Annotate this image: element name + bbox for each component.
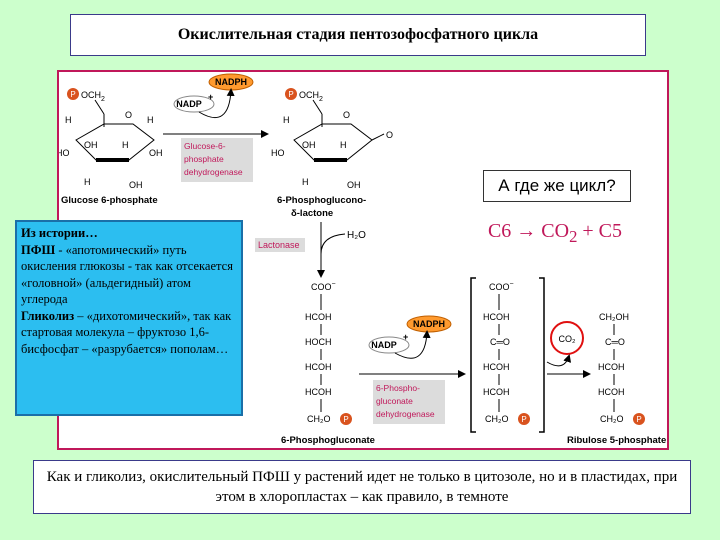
ch2oh-label: CH₂OH — [599, 312, 629, 322]
phosphate-icon — [67, 88, 79, 100]
enzyme3-line2: gluconate — [376, 396, 413, 406]
question-text: А где же цикл? — [498, 176, 616, 195]
hcoh-label: HCOH — [598, 387, 625, 397]
hcoh-label: HCOH — [598, 362, 625, 372]
phosphate-label: P — [343, 415, 348, 424]
phosphate-icon — [285, 88, 297, 100]
6-phosphogluconate-name: 6-Phosphogluconate — [281, 435, 375, 446]
lactone-name-line2: δ-lactone — [291, 208, 333, 219]
hcoh-label: HCOH — [483, 362, 510, 372]
oh-label: OH — [149, 148, 163, 158]
glucose-6-phosphate-name: Glucose 6-phosphate — [61, 195, 158, 206]
nadp-badge — [173, 95, 215, 113]
pfsh-term: ПФШ — [21, 242, 56, 257]
ring-oxygen: O — [125, 110, 132, 120]
coo-label: COO− — [489, 281, 514, 292]
bottom-note: Как и гликолиз, окислительный ПФШ у раст… — [33, 460, 691, 514]
nadph-label: NADPH — [215, 77, 247, 87]
och2-label: OCH2 — [299, 90, 323, 103]
nadp-label: NADP — [176, 99, 202, 109]
glycolysis-term: Гликолиз — [21, 308, 75, 323]
phosphate-label: P — [70, 90, 75, 99]
phosphate-icon — [340, 413, 352, 425]
h-label: H — [283, 115, 290, 125]
pfsh-description: - «апотомический» путь окисления глюкозы… — [21, 242, 233, 307]
nadph-label: NADPH — [413, 319, 445, 329]
ch2o-label: CH₂O — [307, 414, 331, 424]
intermediate-structure: COO− HCOH C═O HCOH HCOH CH₂O P — [470, 277, 545, 433]
enzyme-box-2 — [255, 238, 305, 252]
h-label: H — [340, 140, 347, 150]
phosphate-label: P — [636, 415, 641, 424]
lactone-structure: P OCH2 O O H HO OH H H OH 6-Phosphogluco… — [271, 88, 393, 219]
nadp-plus: + — [208, 92, 213, 102]
nadp-plus: + — [403, 332, 408, 342]
phosphate-icon — [518, 413, 530, 425]
6-phosphogluconate-structure: COO− HCOH HOCH HCOH HCOH CH₂O P 6-Phosph… — [281, 281, 375, 446]
reaction-step-3: NADPH NADP + 6-Phospho- gluconate dehydr… — [359, 315, 466, 424]
h-label: H — [147, 115, 154, 125]
phosphate-label: P — [521, 415, 526, 424]
oh-label: OH — [302, 140, 316, 150]
enzyme1-line1: Glucose-6- — [184, 141, 226, 151]
glycolysis-description: – «дихотомический», так как стартовая мо… — [21, 308, 232, 356]
oh-label: OH — [347, 180, 361, 190]
co-label: C═O — [605, 337, 625, 347]
carbonyl-oxygen: O — [386, 130, 393, 140]
ring-oxygen: O — [343, 110, 350, 120]
equation-right: + C5 — [577, 220, 623, 242]
bottom-note-text: Как и гликолиз, окислительный ПФШ у раст… — [46, 469, 678, 505]
co2-release: CO₂ — [546, 321, 591, 378]
coo-label: COO− — [311, 281, 336, 292]
oh-label: OH — [129, 180, 143, 190]
co2-label: CO₂ — [559, 334, 577, 344]
h-label: H — [65, 115, 72, 125]
ho-label: HO — [59, 148, 70, 158]
ch2o-label: CH₂O — [600, 414, 624, 424]
h-label: H — [84, 177, 91, 187]
co2-circle — [550, 321, 584, 355]
enzyme3-line3: dehydrogenase — [376, 409, 435, 419]
hcoh-label: HCOH — [305, 312, 332, 322]
nadp-badge — [368, 336, 410, 354]
water-label: H₂O — [347, 230, 366, 241]
hcoh-label: HCOH — [483, 387, 510, 397]
equation-subscript: 2 — [569, 227, 578, 246]
carbon-equation: C6 → CO2 + C5 — [475, 220, 635, 247]
ribulose-5-phosphate-name: Ribulose 5-phosphate — [567, 435, 666, 446]
history-note: Из истории… ПФШ - «апотомический» путь о… — [15, 220, 243, 416]
enzyme3-line1: 6-Phospho- — [376, 383, 420, 393]
h-label: H — [302, 177, 309, 187]
enzyme1-line2: phosphate — [184, 154, 224, 164]
phosphate-icon — [633, 413, 645, 425]
page-title: Окислительная стадия пентозофосфатного ц… — [70, 14, 646, 56]
oh-label: OH — [84, 140, 98, 150]
nadp-label: NADP — [371, 340, 397, 350]
ch2o-label: CH₂O — [485, 414, 509, 424]
pathway-svg: P OCH2 O H H HO OH H OH H OH Glucose 6-p… — [59, 73, 666, 446]
hcoh-label: HCOH — [305, 387, 332, 397]
enzyme2-label: Lactonase — [258, 240, 300, 250]
question-box: А где же цикл? — [483, 170, 631, 202]
hcoh-label: HCOH — [305, 362, 332, 372]
co-label: C═O — [490, 337, 510, 347]
enzyme-box-1 — [181, 138, 253, 182]
reaction-step-1: NADPH NADP + Glucose-6- phosphate dehydr… — [163, 73, 269, 182]
hoch-label: HOCH — [305, 337, 332, 347]
title-text: Окислительная стадия пентозофосфатного ц… — [177, 26, 539, 43]
hcoh-label: HCOH — [483, 312, 510, 322]
och2-label: OCH2 — [81, 90, 105, 103]
reaction-step-2: Lactonase H₂O — [255, 222, 366, 278]
ribulose-5-phosphate-structure: CH₂OH C═O HCOH HCOH CH₂O P Ribulose 5-ph… — [567, 312, 666, 446]
lactone-name-line1: 6-Phosphoglucono- — [277, 195, 366, 206]
ho-label: HO — [271, 148, 285, 158]
equation-left: C6 → CO — [487, 220, 570, 242]
glucose-6-phosphate-structure: P OCH2 O H H HO OH H OH H OH Glucose 6-p… — [59, 88, 163, 206]
enzyme-box-3 — [373, 380, 445, 424]
phosphate-label: P — [288, 90, 293, 99]
enzyme1-line3: dehydrogenase — [184, 167, 243, 177]
history-heading: Из истории… — [21, 226, 98, 240]
h-label: H — [122, 140, 129, 150]
